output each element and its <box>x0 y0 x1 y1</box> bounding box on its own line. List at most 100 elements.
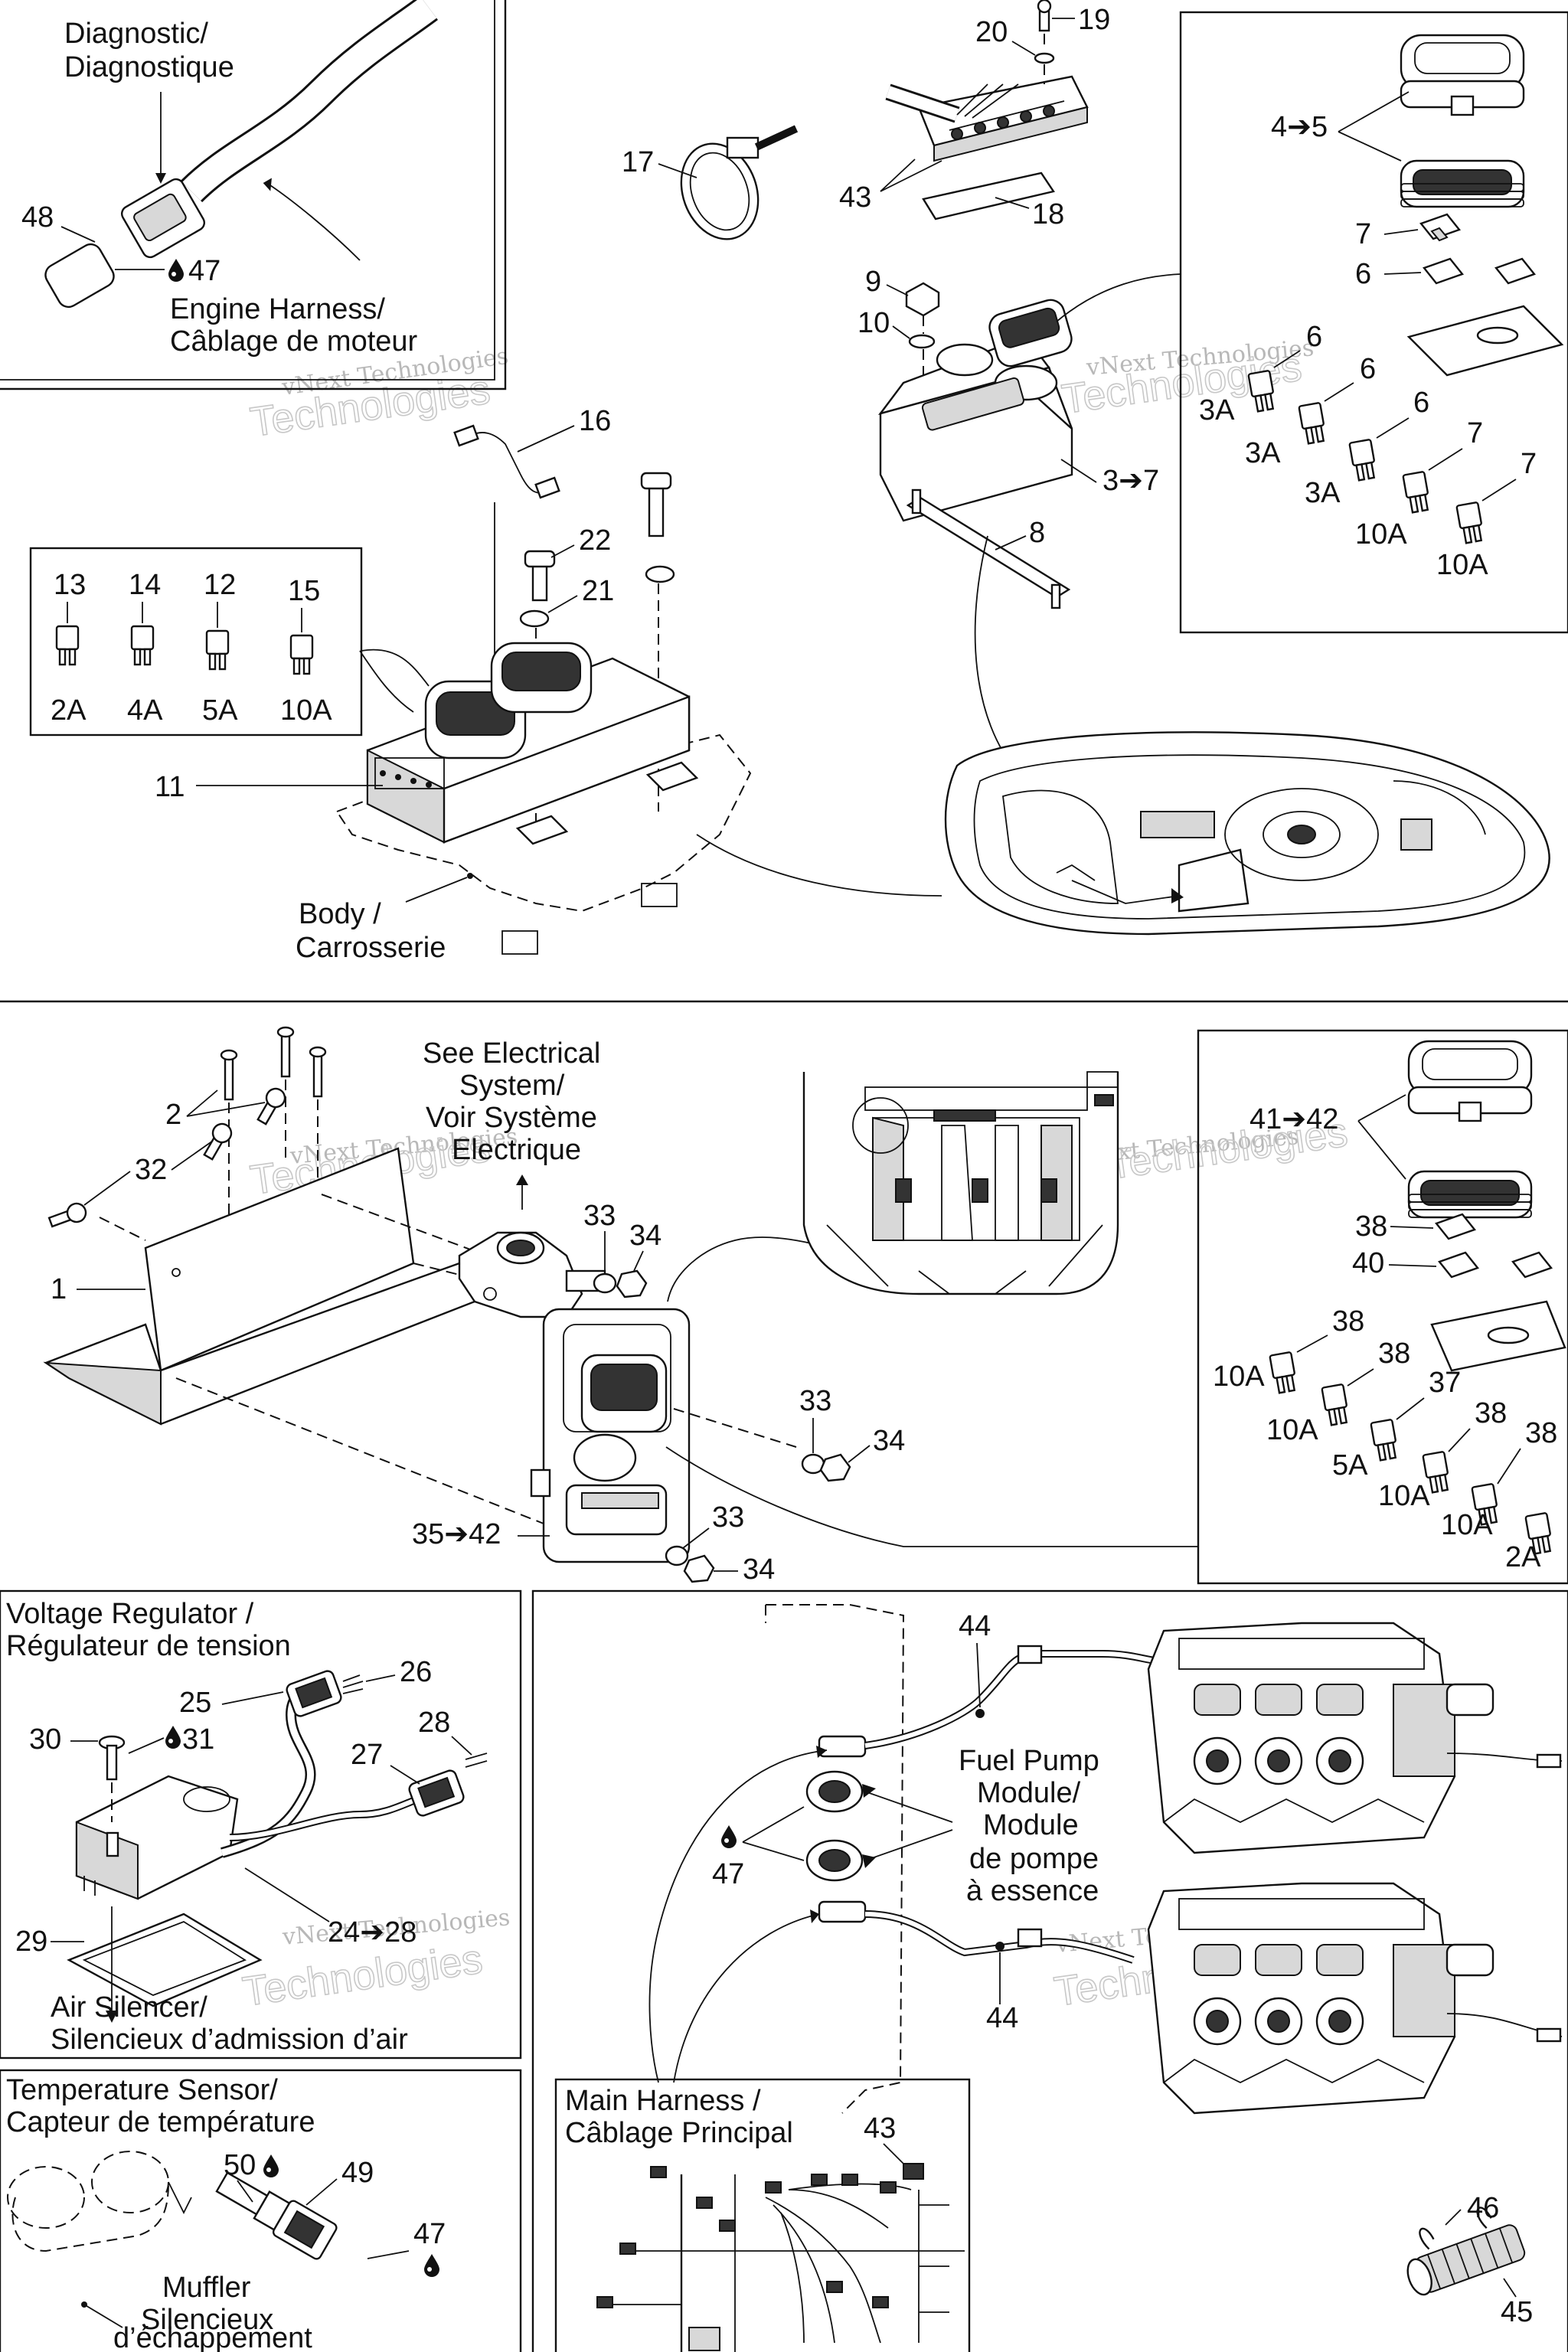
main-harness-title-fr: Câblage Principal <box>565 2117 793 2149</box>
callout-38: 38 <box>1475 1397 1507 1429</box>
callout-38: 38 <box>1378 1338 1410 1370</box>
callout-2: 2 <box>165 1099 181 1131</box>
see-electrical-l3: Voir Système <box>426 1102 597 1134</box>
top-fuse-panel-border <box>1179 11 1568 634</box>
top-center-parts: 17 18 43 19 20 <box>622 0 1181 889</box>
top-right-fuse-panel: 4➔5 7 6 6 6 6 7 7 3A 3A 3A 10A 10A <box>1199 34 1564 581</box>
washer <box>1034 52 1055 64</box>
fuel-pump-label-l4: de pompe <box>969 1843 1099 1875</box>
diagnostic-title-en: Diagnostic/ <box>64 18 208 50</box>
fuel-pump-label-l5: à essence <box>966 1875 1099 1907</box>
callout-31: 31 <box>182 1723 214 1756</box>
left-fuse-set: 13 14 12 15 2A 4A 5A 10A <box>51 569 332 727</box>
diagnostic-section: Diagnostic/ Diagnostique 48 47 Engine Ha… <box>21 0 438 358</box>
fuse-rating: 3A <box>1245 437 1281 469</box>
engine-lower <box>1147 1882 1563 2115</box>
callout-17: 17 <box>622 146 654 178</box>
body-label-fr: Carrosserie <box>296 932 446 964</box>
see-electrical-l1: See Electrical <box>423 1037 600 1070</box>
voltage-regulator-title-en: Voltage Regulator / <box>6 1598 254 1630</box>
fuse-rating: 10A <box>280 694 332 727</box>
callout-49: 49 <box>341 2157 374 2189</box>
main-harness-panel-border <box>554 2078 971 2352</box>
callout-44: 44 <box>986 2002 1018 2034</box>
watercraft-hull <box>944 731 1550 936</box>
diagnostic-title-fr: Diagnostique <box>64 51 234 83</box>
mid-right-fuse-panel: 41➔42 38 40 38 38 37 38 38 10A 10A 5A 10… <box>1213 1040 1566 1573</box>
backing-plate <box>922 172 1055 220</box>
temperature-sensor-panel-border <box>0 2069 522 2352</box>
callout-38: 38 <box>1332 1305 1364 1338</box>
temperature-sensor-title-en: Temperature Sensor/ <box>6 2074 278 2106</box>
callout-10: 10 <box>858 307 890 339</box>
fuel-pump-label-l3: Module <box>983 1809 1079 1841</box>
callout-4-5: 4➔5 <box>1271 111 1328 143</box>
callout-24-28: 24➔28 <box>328 1916 416 1949</box>
callout-33: 33 <box>583 1200 616 1232</box>
callout-50: 50 <box>224 2149 256 2181</box>
callout-33: 33 <box>799 1385 831 1417</box>
washer <box>908 334 936 349</box>
cable-tie <box>680 142 760 240</box>
callout-27: 27 <box>351 1739 383 1771</box>
temperature-sensor <box>215 2171 338 2260</box>
callout-11: 11 <box>155 771 185 803</box>
callout-7: 7 <box>1467 417 1483 449</box>
main-harness-section: Main Harness / Câblage Principal 43 <box>565 2085 965 2352</box>
callout-6: 6 <box>1360 353 1376 385</box>
diagnostic-panel-border <box>0 0 507 390</box>
callout-7: 7 <box>1521 448 1537 480</box>
nut <box>905 282 940 317</box>
callout-22: 22 <box>579 524 611 557</box>
fuse-rating: 10A <box>1355 518 1407 550</box>
callout-47: 47 <box>188 255 220 287</box>
callout-47: 47 <box>413 2218 446 2250</box>
air-silencer-label-fr: Silencieux d’admission d’air <box>51 2024 408 2056</box>
callout-12: 12 <box>204 569 236 601</box>
voltage-regulator-title-fr: Régulateur de tension <box>6 1630 291 1662</box>
callout-1: 1 <box>51 1273 67 1305</box>
callout-37: 37 <box>1429 1367 1461 1399</box>
callout-48: 48 <box>21 201 54 234</box>
callout-6: 6 <box>1306 321 1322 353</box>
fuse-rating: 3A <box>1199 394 1235 426</box>
callout-6: 6 <box>1355 258 1371 290</box>
callout-8: 8 <box>1029 517 1045 549</box>
fuse-rating: 5A <box>1332 1449 1368 1481</box>
diagnostic-cap <box>44 243 115 309</box>
fuse-rating: 10A <box>1266 1414 1318 1446</box>
callout-26: 26 <box>400 1656 432 1688</box>
callout-40: 40 <box>1352 1247 1384 1279</box>
fuse-box-35-42: 35➔42 33 34 33 34 <box>412 1308 1198 1586</box>
mid-fuse-panel-border <box>1197 1029 1568 1585</box>
callout-21: 21 <box>582 575 614 607</box>
callout-19: 19 <box>1078 4 1110 36</box>
callout-41-42: 41➔42 <box>1250 1103 1338 1135</box>
muffler-label-l3: d’échappement <box>113 2322 312 2352</box>
callout-47: 47 <box>712 1858 744 1890</box>
callout-45: 45 <box>1501 2296 1533 2328</box>
callout-13: 13 <box>54 569 86 601</box>
air-silencer-label-en: Air Silencer/ <box>51 1991 207 2024</box>
engine-upper <box>1147 1622 1563 1854</box>
callout-18: 18 <box>1032 198 1064 230</box>
voltage-regulator-panel-border <box>0 1589 522 2060</box>
callout-35-42: 35➔42 <box>412 1518 501 1550</box>
callout-30: 30 <box>29 1723 61 1756</box>
fuse-rating: 2A <box>51 694 87 727</box>
callout-46: 46 <box>1467 2192 1499 2224</box>
muffler-label-l2: Silencieux <box>141 2304 273 2336</box>
fuse-rating: 4A <box>127 694 163 727</box>
fuse-set-panel-border <box>29 547 363 737</box>
electrical-reference: See Electrical System/ Voir Système Elec… <box>423 1037 851 1318</box>
callout-7: 7 <box>1355 218 1371 250</box>
callout-34: 34 <box>743 1553 775 1586</box>
fuse-rating: 10A <box>1213 1361 1265 1393</box>
callout-38: 38 <box>1525 1417 1557 1449</box>
callout-43: 43 <box>839 181 871 214</box>
fuel-pump-section: Fuel Pump Module/ Module de pompe à esse… <box>648 1604 1165 2114</box>
callout-34: 34 <box>629 1220 662 1252</box>
callout-44: 44 <box>959 1610 991 1642</box>
callout-15: 15 <box>288 575 320 607</box>
